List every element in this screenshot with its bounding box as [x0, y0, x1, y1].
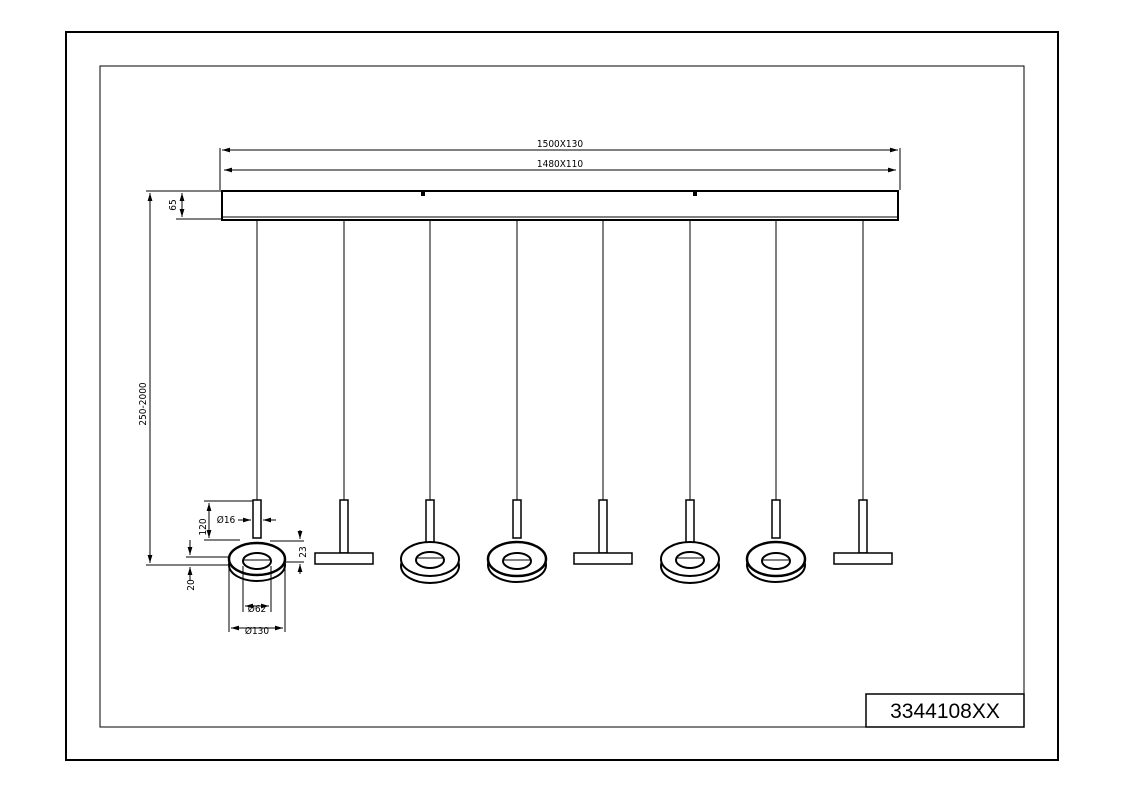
pendant-1 [227, 220, 287, 582]
label-canopy-height: 65 [168, 199, 179, 210]
inner-frame [99, 65, 1025, 728]
label-canopy-outer: 1500X130 [537, 139, 583, 150]
dim-drop-length: 250-2000 [138, 193, 228, 566]
dim-ring-inner: Ø62 [242, 566, 272, 615]
label-drop-length: 250-2000 [138, 382, 149, 426]
dim-canopy-outer: 1500X130 [219, 139, 901, 190]
pendant-4 [486, 220, 548, 583]
dim-canopy-inner: 1480X110 [224, 159, 896, 173]
dim-stem-height: 120 [198, 500, 253, 541]
pendant-8 [833, 220, 893, 565]
label-ring-inner: Ø62 [248, 603, 267, 615]
dim-base-height: 20 [186, 540, 229, 591]
label-ring-outer: Ø130 [245, 625, 270, 637]
canopy [221, 190, 899, 221]
pendant-3 [400, 220, 460, 584]
outer-frame [65, 31, 1059, 761]
label-stem-diameter: Ø16 [217, 514, 236, 526]
pendant-5 [573, 220, 633, 565]
title-block [865, 693, 1025, 728]
pendant-2 [314, 220, 374, 565]
label-canopy-inner: 1480X110 [537, 159, 583, 170]
dim-stem-diameter: Ø16 [217, 514, 276, 526]
product-code: 3344108XX [890, 700, 1000, 723]
dim-canopy-height: 65 [146, 190, 222, 220]
pendant-7 [745, 220, 807, 583]
label-ring-thickness: 23 [298, 546, 309, 557]
dim-ring-thickness: 23 [270, 530, 309, 574]
dim-ring-outer: Ø130 [228, 566, 286, 637]
label-stem-height: 120 [198, 518, 209, 535]
label-base-height: 20 [186, 579, 197, 591]
pendant-6 [660, 220, 720, 584]
